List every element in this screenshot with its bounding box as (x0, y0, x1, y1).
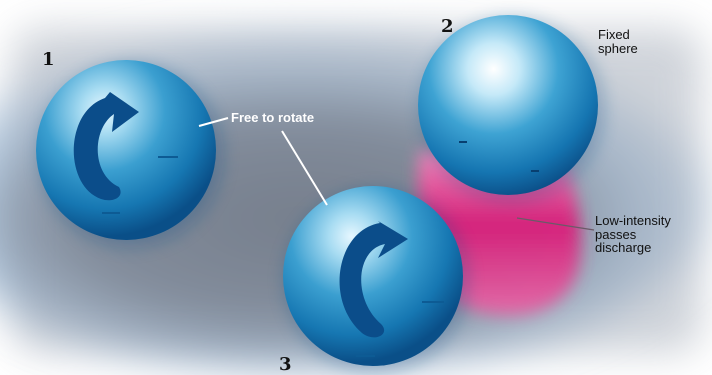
fixed-sphere-label-line-2: sphere (598, 40, 638, 56)
sphere-1-rotation-arrow (73, 92, 139, 201)
sphere-3-number: 3 (279, 354, 292, 375)
fixed-sphere-label-line-1: Fixed (598, 27, 630, 42)
fixed-sphere-label: Fixed sphere (598, 28, 638, 55)
discharge-label-line-2: passes (595, 226, 637, 242)
discharge-label-line-3: discharge (595, 240, 652, 256)
sphere-1-number: 1 (42, 49, 55, 70)
discharge-label-line-1: Low-intensity (595, 213, 671, 228)
sphere-3-rotation-arrow (339, 221, 408, 338)
leader-discharge (516, 217, 595, 231)
leader-free-to-rotate-sphere-3 (281, 130, 328, 206)
leader-free-to-rotate-sphere-1 (198, 117, 229, 127)
discharge-label: Low-intensity passes discharge (595, 214, 671, 255)
sphere-2-number: 2 (441, 16, 454, 37)
sphere-1 (36, 60, 216, 240)
free-to-rotate-label: Free to rotate (231, 110, 315, 125)
sphere-2 (418, 15, 598, 195)
sphere-3 (283, 186, 463, 366)
